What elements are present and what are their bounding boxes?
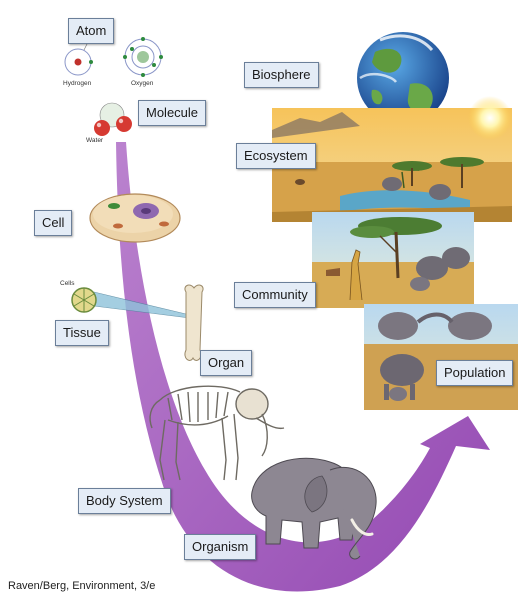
atom-label: Atom (68, 18, 114, 44)
organism-label: Organism (184, 534, 256, 560)
water-molecule-icon (94, 103, 132, 136)
community-label: Community (234, 282, 316, 308)
organ-label: Organ (200, 350, 252, 376)
water-caption: Water (86, 137, 103, 144)
ecosystem-label: Ecosystem (236, 143, 316, 169)
population-label: Population (436, 360, 513, 386)
tissue-label: Tissue (55, 320, 109, 346)
cells-caption: Cells (60, 280, 74, 287)
hydrogen-caption: Hydrogen (63, 80, 91, 87)
population-scene (364, 304, 518, 410)
cell-label: Cell (34, 210, 72, 236)
oxygen-atom-icon (123, 37, 163, 77)
oxygen-caption: Oxygen (131, 80, 153, 87)
source-credit: Raven/Berg, Environment, 3/e (8, 580, 155, 592)
community-scene (312, 212, 474, 308)
cell-icon (90, 194, 180, 242)
molecule-label: Molecule (138, 100, 206, 126)
biosphere-label: Biosphere (244, 62, 319, 88)
hydrogen-atom-icon (65, 49, 93, 75)
body-system-label: Body System (78, 488, 171, 514)
